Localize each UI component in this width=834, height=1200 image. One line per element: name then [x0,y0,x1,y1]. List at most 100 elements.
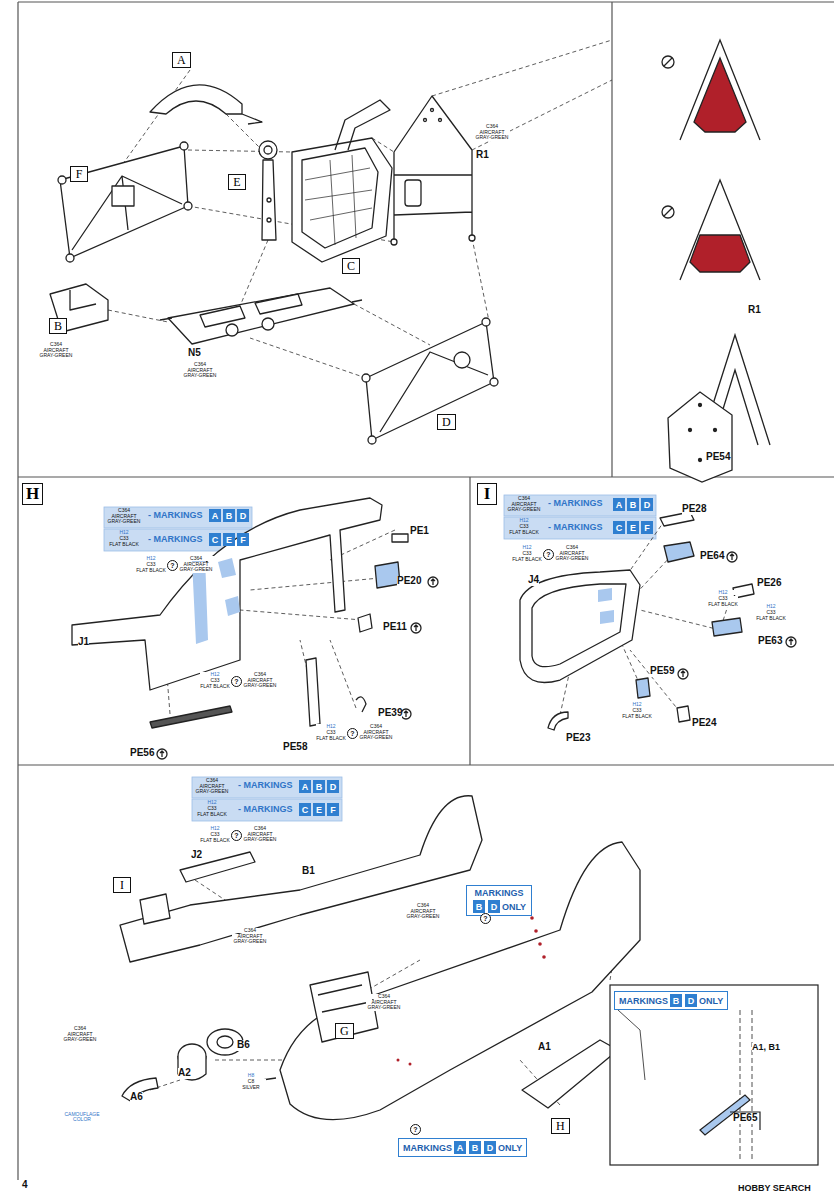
color-callout: H12 [136,556,166,561]
node-text: F [644,523,650,533]
callout-number: J1 [78,637,89,648]
color-callout: SILVER [236,1085,266,1090]
color-callout: C33 [109,536,139,541]
color-callout: C364 [242,672,278,677]
color-callout: C33 [136,562,166,567]
callout-number: PE63 [758,636,782,647]
callout-number: 4 [22,1180,28,1191]
color-callout: AIRCRAFT GRAY-GREEN [554,551,590,562]
callout-number: HOBBY SEARCH [738,1184,811,1193]
node-text: D [330,782,337,792]
callout-number: J4 [528,575,539,586]
color-callout: C364 [194,778,230,783]
color-callout: FLAT BLACK [509,530,539,535]
color-callout: AIRCRAFT GRAY-GREEN [242,832,278,843]
callout-number: R1 [748,305,761,316]
color-callout: H12 [708,590,738,595]
node-text: A [616,500,623,510]
color-callout: FLAT BLACK [200,684,230,689]
panel-frames [18,2,834,1180]
color-callout: C364 [474,124,510,129]
color-callout: C364 [106,508,142,513]
color-callout: FLAT BLACK [200,838,230,843]
callout-number: B6 [237,1040,250,1051]
marking-letter: B [313,780,325,793]
color-callout: C33 [316,730,346,735]
node-text: F [330,805,336,815]
symbol-text: ? [347,728,358,739]
callout-number: PE64 [700,551,724,562]
color-callout: AIRCRAFT GRAY-GREEN [242,678,278,689]
marking-letter: F [237,533,249,546]
node-text: MARKINGS [475,888,524,898]
marking-letter: D [488,900,500,913]
color-callout: FLAT BLACK [512,557,542,562]
marking-letter: F [641,521,653,534]
node-text: E [630,523,636,533]
color-callout: C364 [182,362,218,367]
node-text: D [644,500,651,510]
sidewall-j4 [520,512,796,730]
callout-number: - MARKINGS [148,511,203,520]
node-text: I [120,878,124,893]
marking-letter: A [299,780,311,793]
symbol-text: ? [480,913,491,924]
leader-lines [108,40,733,1105]
callout-number: - MARKINGS [238,805,293,814]
symbol-text: ? [410,1124,421,1135]
color-callout: AIRCRAFT GRAY-GREEN [194,784,230,795]
callout-number: PE1 [410,526,429,537]
cockpit-parts [50,85,498,444]
part-letter-box: H [22,483,43,505]
marking-letter: E [313,803,325,816]
marking-letter: B [223,509,235,522]
callout-number: R1 [476,150,489,161]
part-letter-box: I [477,483,497,505]
node-text: G [340,1024,349,1039]
node-text: B [472,1143,479,1153]
color-callout: H8 [236,1073,266,1078]
marking-letter: B [627,498,639,511]
marking-letter: A [613,498,625,511]
callout-number: - MARKINGS [238,781,293,790]
color-callout: C364 [554,545,590,550]
node-text: C [302,805,309,815]
marking-letter: D [484,1141,496,1154]
node-text: C [616,523,623,533]
color-callout: AIRCRAFT GRAY-GREEN [62,1032,98,1043]
symbol-text: ? [231,676,242,687]
color-callout: C364 [358,724,394,729]
color-callout: C364 [242,826,278,831]
node-text: H [556,1119,565,1134]
part-letter-box: I [113,877,131,893]
color-callout: C33 [200,832,230,837]
symbol-text: ? [167,560,178,571]
color-callout: AIRCRAFT GRAY-GREEN [232,934,268,945]
callout-number: A2 [178,1068,191,1079]
inset [610,985,818,1165]
node-text: A [457,1143,464,1153]
color-callout: H12 [622,702,652,707]
node-text: B [476,902,483,912]
color-callout: H12 [197,800,227,805]
color-callout: AIRCRAFT GRAY-GREEN [366,1000,402,1011]
part-letter-box: C [342,258,360,274]
node-text: F [76,167,83,182]
part-letter-box: G [335,1023,354,1039]
color-callout: AIRCRAFT GRAY-GREEN [474,130,510,141]
callout-number: PE59 [650,666,674,677]
color-callout: C364 [178,556,214,561]
marking-letter: D [685,994,697,1007]
callout-number: PE39 [378,708,402,719]
color-callout: H12 [316,724,346,729]
color-callout: FLAT BLACK [197,812,227,817]
marking-letter: D [641,498,653,511]
color-callout: H12 [512,545,542,550]
node-text: D [491,902,498,912]
node-text: B [316,782,323,792]
node-text: E [226,535,232,545]
color-callout: FLAT BLACK [708,602,738,607]
part-letter-box: D [437,414,456,430]
node-text: B [226,511,233,521]
node-text: B [630,500,637,510]
